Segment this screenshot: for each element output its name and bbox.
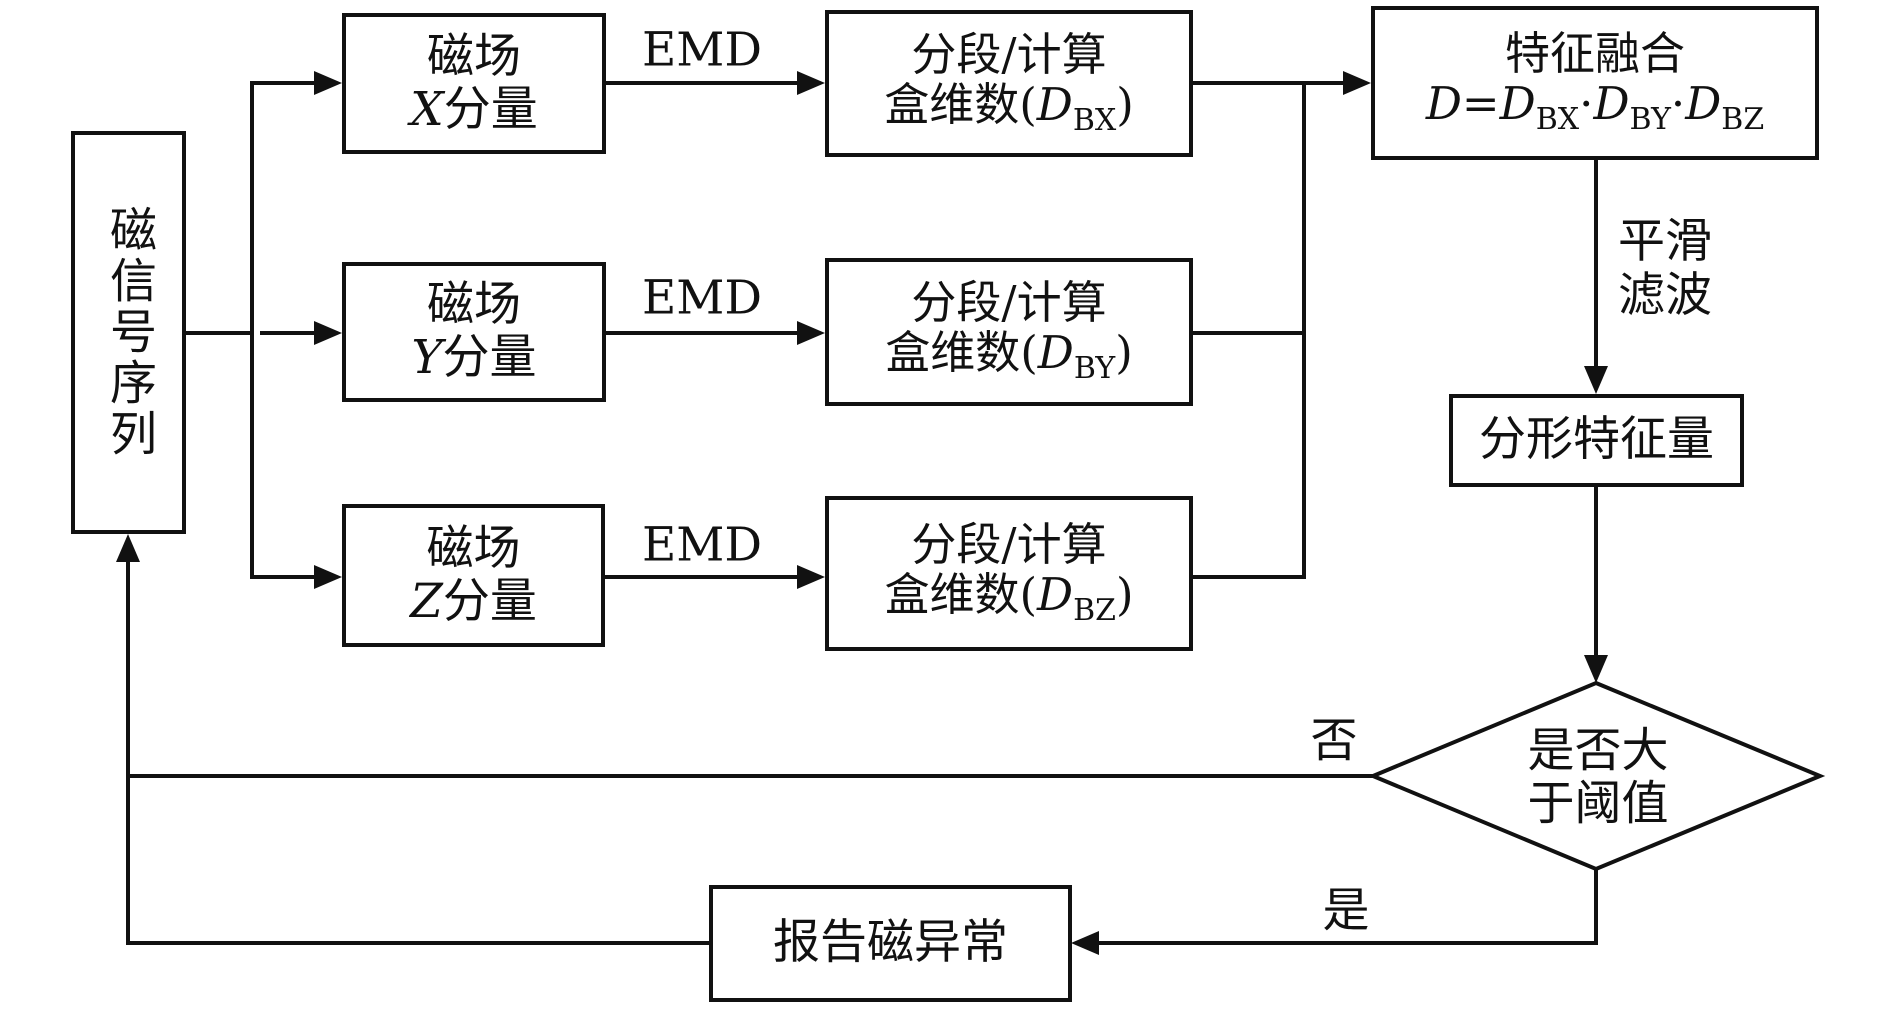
dim-x-line2: 盒维数(DBX)	[884, 77, 1134, 138]
formula-term1: D	[1499, 77, 1536, 131]
z-variable: Z	[410, 573, 443, 629]
box-dimension-z-box[interactable]: 分段/计算 盒维数(DBZ)	[825, 496, 1193, 651]
dim-y-line1: 分段/计算	[911, 276, 1107, 329]
dim-x-line1: 分段/计算	[911, 27, 1107, 81]
emd-label-z: EMD	[641, 517, 763, 573]
dim-x-var: D	[1036, 77, 1073, 131]
formula-eq: =	[1461, 77, 1500, 131]
arrowhead-emd-z	[797, 565, 825, 589]
smoothing-filter-label: 平滑 滤波	[1618, 214, 1712, 324]
report-anomaly-label: 报告磁异常	[773, 915, 1008, 971]
formula-sub1: BX	[1535, 102, 1580, 138]
dim-x-prefix: 盒维数(	[884, 77, 1037, 131]
dim-z-line1: 分段/计算	[911, 517, 1107, 571]
dim-z-sub: BZ	[1073, 592, 1116, 628]
formula-sub3: BZ	[1721, 102, 1765, 138]
dim-z-close: )	[1115, 567, 1134, 621]
box-dimension-y-box[interactable]: 分段/计算 盒维数(DBY)	[825, 258, 1193, 406]
dim-y-line2: 盒维数(DBY)	[885, 328, 1133, 386]
z-component-line2: Z分量	[410, 573, 537, 629]
y-component-box[interactable]: 磁场 Y分量	[342, 262, 606, 402]
decision-line2: 于阈值	[1527, 776, 1669, 831]
emd-label-y: EMD	[641, 270, 763, 326]
feature-fusion-box[interactable]: 特征融合 D=DBX·DBY·DBZ	[1371, 6, 1819, 160]
x-variable: X	[410, 81, 444, 137]
edge-yes-branch	[1096, 867, 1598, 945]
emd-label-x: EMD	[641, 22, 763, 78]
z-component-line1: 磁场	[426, 520, 521, 576]
report-anomaly-box[interactable]: 报告磁异常	[709, 885, 1072, 1002]
x-component-box[interactable]: 磁场 X分量	[342, 13, 606, 154]
smoothing-line2: 滤波	[1618, 268, 1712, 324]
yes-label: 是	[1322, 883, 1370, 939]
arrowhead-to-fusion	[1343, 71, 1371, 95]
formula-sub2: BY	[1629, 102, 1671, 138]
dim-z-var: D	[1037, 567, 1074, 621]
x-component-line2: X分量	[410, 81, 538, 137]
decision-line1: 是否大	[1527, 723, 1669, 779]
dim-y-sub: BY	[1073, 351, 1116, 387]
signal-sequence-box[interactable]: 磁信号序列	[71, 131, 186, 534]
decision-diamond	[1367, 680, 1826, 872]
fractal-feature-label: 分形特征量	[1479, 412, 1714, 468]
signal-sequence-label: 磁信号序列	[101, 205, 156, 460]
arrowhead-to-z	[314, 565, 342, 589]
no-label: 否	[1310, 713, 1358, 769]
formula-term2: D	[1593, 77, 1630, 131]
dim-y-prefix: 盒维数(	[885, 326, 1038, 380]
arrowhead-emd-y	[797, 321, 825, 345]
dim-z-prefix: 盒维数(	[884, 567, 1037, 621]
edge-report-to-signal	[126, 558, 711, 945]
fractal-feature-box[interactable]: 分形特征量	[1449, 394, 1744, 487]
y-component-suffix: 分量	[442, 330, 537, 385]
arrowhead-to-report	[1071, 931, 1099, 955]
dim-x-sub: BX	[1072, 102, 1117, 138]
box-dimension-x-box[interactable]: 分段/计算 盒维数(DBX)	[825, 10, 1193, 157]
dim-y-close: )	[1115, 326, 1133, 380]
formula-lhs: D	[1425, 77, 1462, 131]
y-variable: Y	[411, 330, 443, 385]
arrowhead-emd-x	[797, 71, 825, 95]
y-component-line1: 磁场	[427, 277, 521, 333]
decision-node[interactable]: 是否大 于阈值	[1528, 725, 1669, 830]
formula-term3: D	[1685, 77, 1722, 131]
x-component-suffix: 分量	[443, 81, 538, 137]
arrowhead-to-x	[314, 71, 342, 95]
x-component-line1: 磁场	[427, 28, 521, 84]
arrowhead-to-y	[314, 321, 342, 345]
fusion-formula: D=DBX·DBY·DBZ	[1426, 79, 1764, 137]
arrowhead-to-signal	[116, 534, 140, 562]
z-component-box[interactable]: 磁场 Z分量	[342, 504, 605, 647]
dim-z-line2: 盒维数(DBZ)	[884, 567, 1134, 628]
dim-y-var: D	[1037, 326, 1074, 380]
arrowhead-to-decision	[1584, 655, 1608, 683]
arrowhead-to-fractal	[1584, 366, 1608, 394]
y-component-line2: Y分量	[411, 330, 537, 385]
dim-x-close: )	[1116, 77, 1134, 131]
fusion-title: 特征融合	[1504, 27, 1685, 80]
formula-dot1: ·	[1579, 77, 1594, 131]
smoothing-line1: 平滑	[1618, 214, 1712, 269]
formula-dot2: ·	[1670, 77, 1686, 131]
z-component-suffix: 分量	[442, 573, 537, 629]
